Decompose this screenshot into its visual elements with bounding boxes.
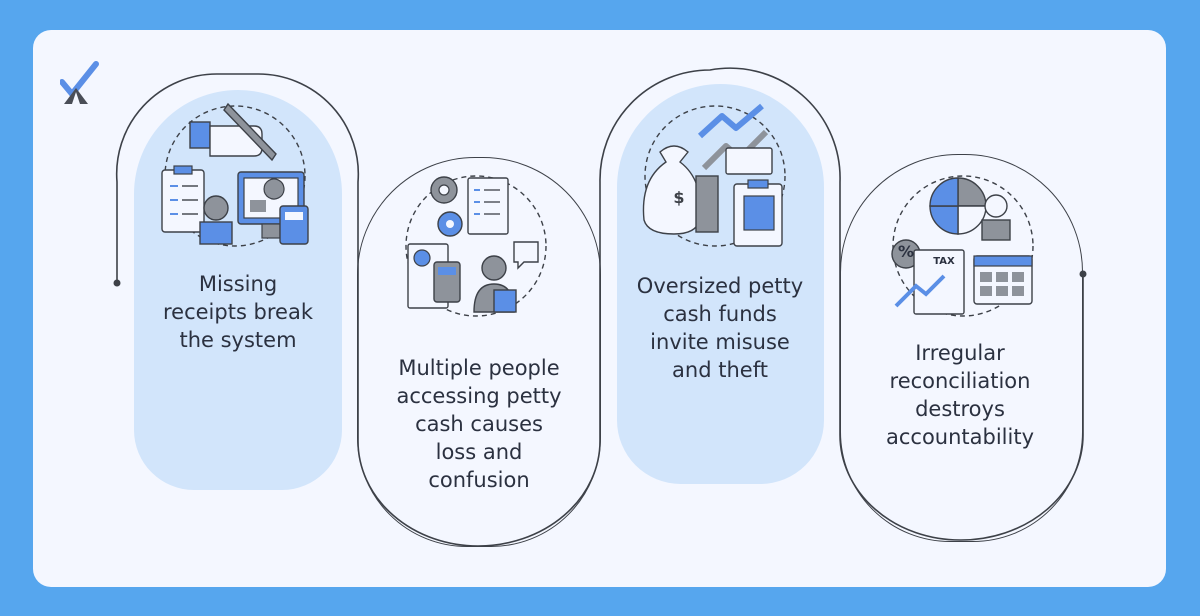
dollar-icon: $ [673, 188, 685, 207]
money-bag-icon [642, 103, 786, 247]
step-3-label: Oversized petty cash funds invite misuse… [636, 274, 804, 382]
receipt-writing-icon [161, 102, 309, 247]
step-1-label: Missing receipts break the system [162, 272, 314, 352]
reconciliation-icon [891, 175, 1034, 317]
step-2-panel [357, 157, 601, 547]
step-4-panel [840, 154, 1083, 542]
step-4-label: Irregular reconciliation destroys accoun… [885, 341, 1035, 449]
brand-logo-icon [60, 61, 99, 104]
shared-access-icon [405, 175, 547, 317]
tax-icon-label: TAX [933, 256, 955, 267]
percent-icon: % [897, 242, 915, 261]
step-2-label: Multiple people accessing petty cash cau… [396, 356, 562, 492]
